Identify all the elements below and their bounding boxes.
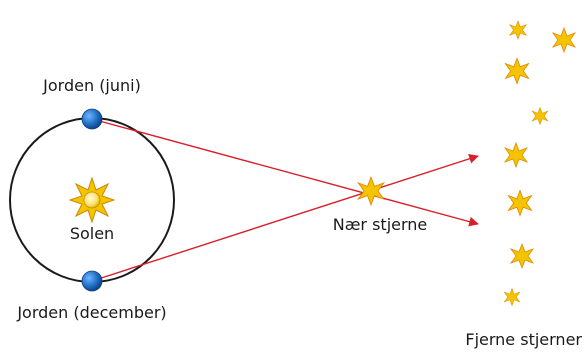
- earth-june-label: Jorden (juni): [42, 76, 141, 95]
- distant-star-icon: [551, 26, 577, 54]
- sun-icon: [68, 176, 116, 224]
- distant-star-icon: [531, 106, 549, 126]
- distant-star-icon: [509, 242, 535, 270]
- distant-star-icon: [507, 189, 533, 217]
- earth-december-label: Jorden (december): [16, 303, 166, 322]
- sun-label: Solen: [70, 224, 114, 243]
- near-star-label: Nær stjerne: [333, 215, 428, 234]
- earth-december-icon: [81, 270, 103, 292]
- sight-line-june: [91, 118, 479, 227]
- far-stars-label: Fjerne stjerner: [465, 330, 582, 349]
- earth-june-icon: [81, 108, 103, 130]
- distant-star-icon: [504, 57, 530, 85]
- distant-star-icon: [503, 141, 529, 169]
- distant-stars: [503, 20, 577, 307]
- distant-star-icon: [508, 20, 528, 40]
- near-star-icon: [357, 175, 385, 207]
- distant-star-icon: [503, 287, 521, 307]
- sight-line-december: [91, 154, 479, 282]
